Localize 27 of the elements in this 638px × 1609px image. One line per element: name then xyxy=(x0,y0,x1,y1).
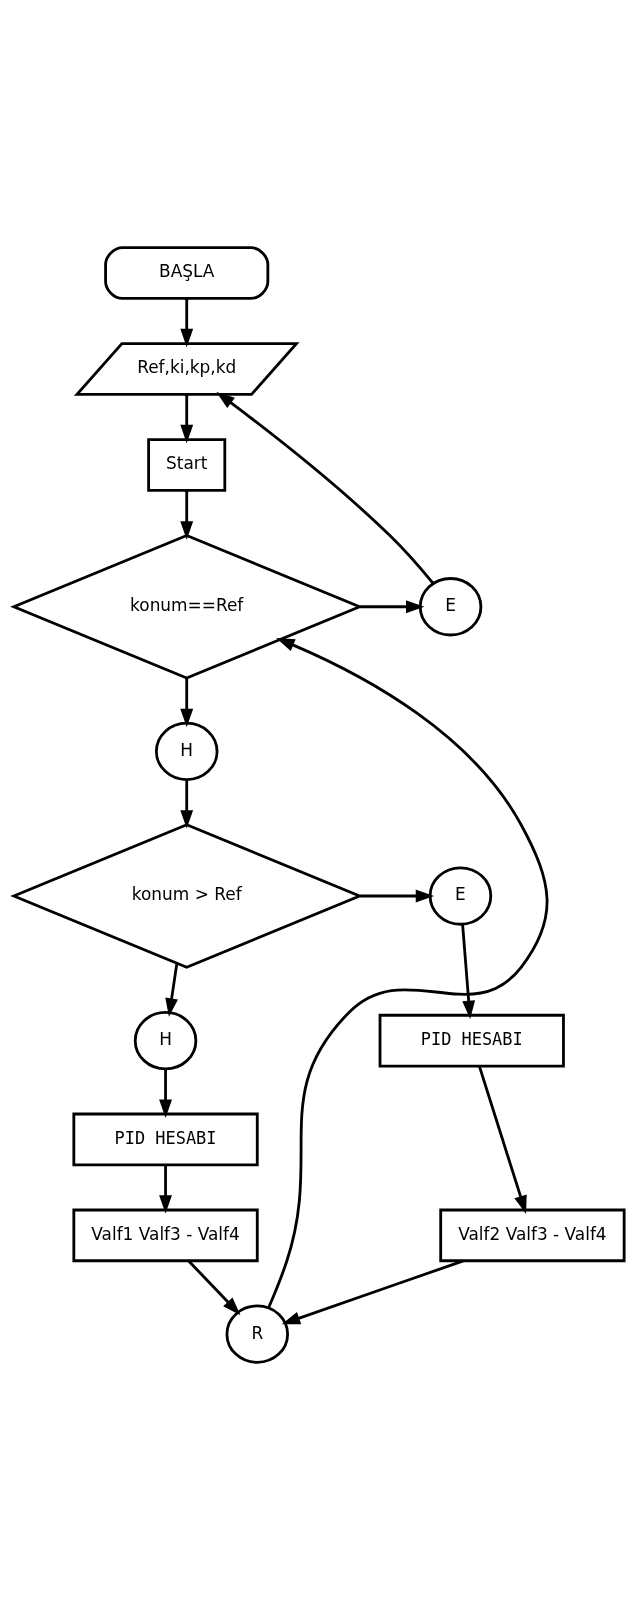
arrow xyxy=(187,1259,241,1315)
arrow xyxy=(359,889,435,902)
arrow xyxy=(216,391,434,584)
arrow xyxy=(281,1259,464,1324)
arrow xyxy=(165,962,179,1017)
arrow xyxy=(180,490,194,540)
arrow xyxy=(180,677,194,727)
node-box: Start xyxy=(147,437,227,492)
arrow xyxy=(180,779,194,829)
arrow xyxy=(180,394,194,443)
node-box: PID HESABI xyxy=(72,1112,259,1166)
node-box: BAŞLA xyxy=(104,245,270,300)
arrow xyxy=(267,637,549,1308)
node-circle: R xyxy=(225,1304,289,1364)
node-box: PID HESABI xyxy=(378,1013,565,1067)
node-circle: H xyxy=(154,721,219,781)
node-circle: H xyxy=(133,1010,198,1070)
node-circle: E xyxy=(428,865,493,926)
node-box: Valf1 Valf3 - Valf4 xyxy=(72,1208,259,1262)
node-box: Valf2 Valf3 - Valf4 xyxy=(439,1208,626,1262)
node-circle: E xyxy=(418,576,483,636)
arrow xyxy=(478,1065,527,1214)
arrow xyxy=(159,1068,172,1118)
arrow xyxy=(159,1164,172,1214)
arrow xyxy=(359,599,425,613)
arrow xyxy=(180,298,194,347)
arrow xyxy=(461,924,476,1019)
